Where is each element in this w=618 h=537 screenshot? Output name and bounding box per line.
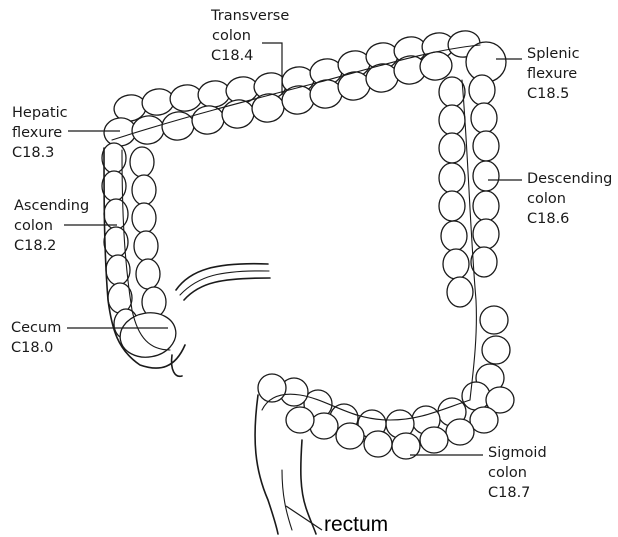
ascending-haustrum <box>130 147 154 177</box>
sigmoid-haustrum <box>462 382 490 410</box>
ascending-haustrum <box>132 203 156 233</box>
ascending-haustrum <box>136 259 160 289</box>
sigmoid-haustrum <box>258 374 286 402</box>
descending-haustrum <box>469 75 495 105</box>
descending-haustrum <box>473 219 499 249</box>
transverse-haustrum <box>160 109 196 142</box>
descending-haustrum <box>439 163 465 193</box>
descending-haustrum <box>441 221 467 251</box>
descending-haustrum <box>473 131 499 161</box>
sigmoid-haustrum <box>482 336 510 364</box>
descending-colon-label: Descending colon C18.6 <box>527 169 612 229</box>
descending-haustrum <box>471 247 497 277</box>
descending-haustrum <box>473 161 499 191</box>
sigmoid-haustrum <box>420 427 448 453</box>
descending-haustrum <box>439 191 465 221</box>
ascending-colon-label: Ascending colon C18.2 <box>14 196 89 256</box>
descending-haustrum <box>439 133 465 163</box>
sigmoid-haustrum <box>364 431 392 457</box>
ascending-haustrum <box>134 231 158 261</box>
descending-haustrum <box>439 77 465 107</box>
splenic-flexure-label: Splenic flexure C18.5 <box>527 44 580 104</box>
transverse-colon-label: Transverse colon C18.4 <box>211 6 289 66</box>
colon-haustra <box>102 28 514 459</box>
sigmoid-haustrum <box>446 419 474 445</box>
sigmoid-haustrum <box>480 306 508 334</box>
descending-haustrum <box>447 277 473 307</box>
rectum-label: rectum <box>324 513 388 537</box>
descending-haustrum <box>471 103 497 133</box>
descending-haustrum <box>443 249 469 279</box>
cecum-label: Cecum C18.0 <box>11 318 61 358</box>
descending-haustrum <box>473 191 499 221</box>
sigmoid-haustrum <box>336 423 364 449</box>
hepatic-flexure-label: Hepatic flexure C18.3 <box>12 103 68 163</box>
sigmoid-colon-label: Sigmoid colon C18.7 <box>488 443 547 503</box>
descending-haustrum <box>439 105 465 135</box>
ascending-haustrum <box>132 175 156 205</box>
sigmoid-haustrum <box>286 407 314 433</box>
